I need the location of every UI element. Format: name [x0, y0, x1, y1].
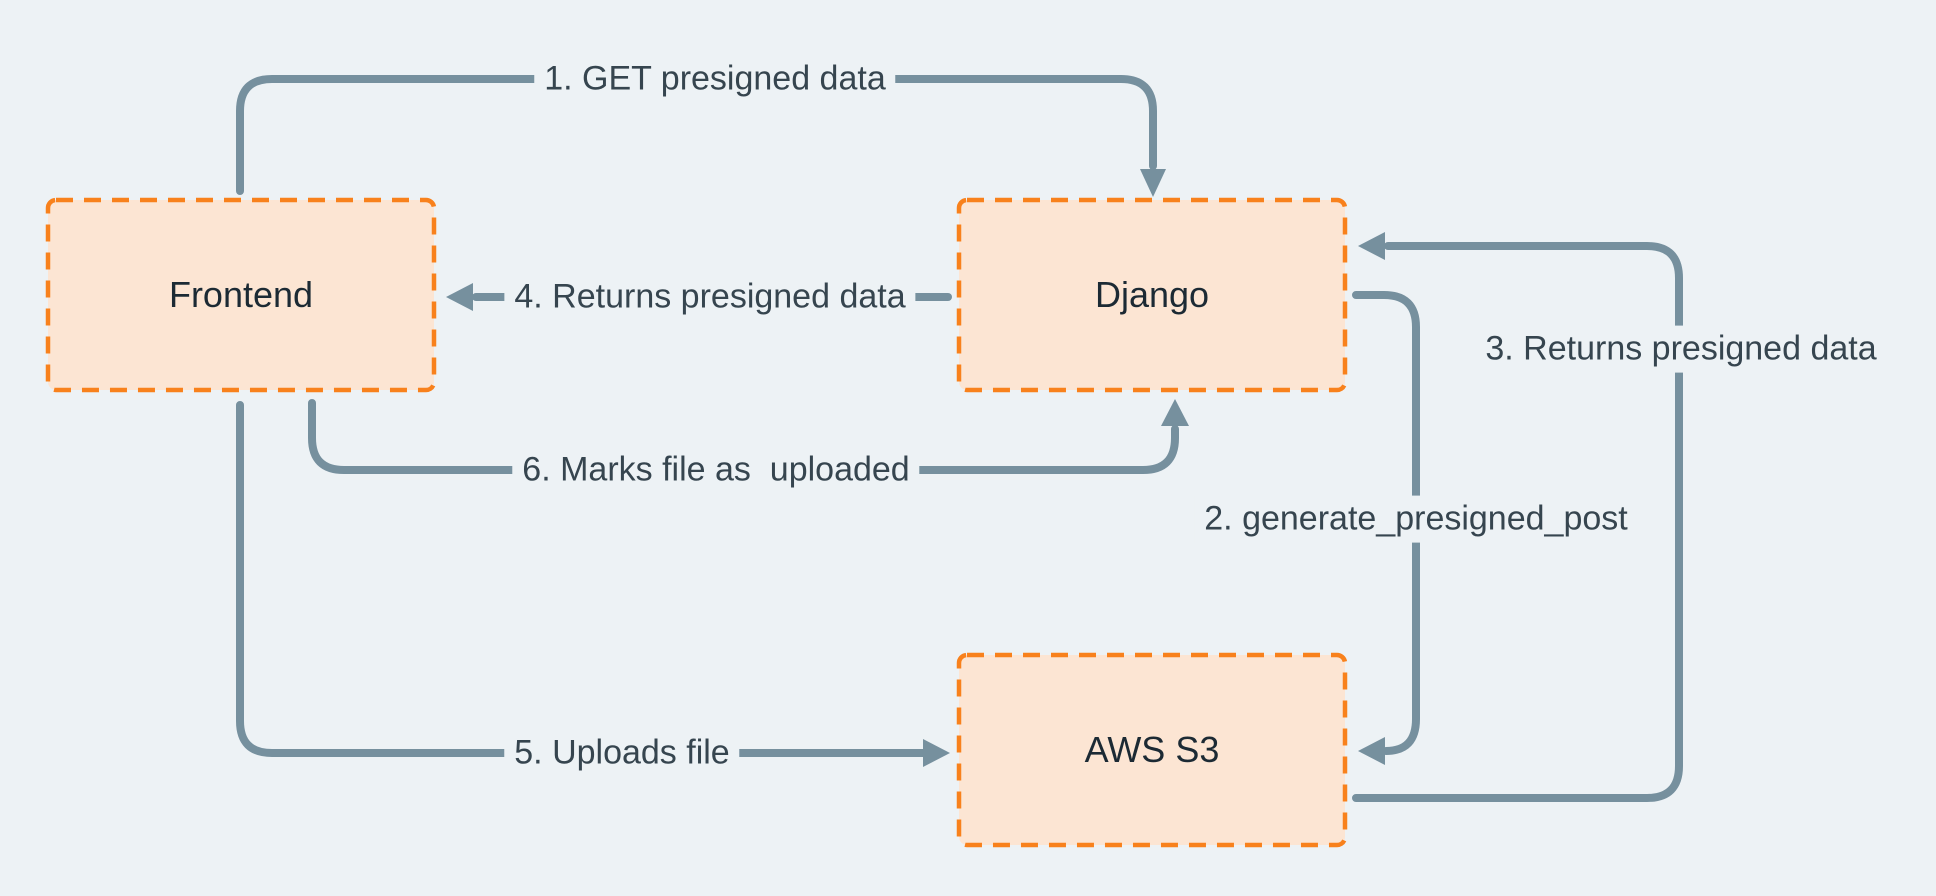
- edge-2-label: 2. generate_presigned_post: [1194, 495, 1638, 543]
- edge-1-arrowhead: [1140, 169, 1166, 197]
- django-node-label: Django: [1094, 274, 1210, 315]
- edge-2-arrowhead: [1358, 737, 1385, 765]
- frontend-node-label: Frontend: [168, 274, 314, 315]
- edge-5-label: 5. Uploads file: [504, 729, 740, 777]
- aws-s3-node-label: AWS S3: [1084, 729, 1220, 770]
- edge-5-arrowhead: [923, 739, 950, 767]
- edge-5-path: [236, 401, 927, 757]
- edge-6-label: 6. Marks file as uploaded: [512, 446, 920, 494]
- edge-1-label: 1. GET presigned data: [534, 55, 896, 103]
- edge-4-arrowhead: [446, 283, 473, 311]
- aws-s3-node-outline: [956, 652, 1348, 848]
- edge-3-path: [1352, 242, 1683, 802]
- edge-3-arrowhead: [1358, 232, 1385, 260]
- frontend-node-outline: [45, 197, 437, 393]
- edge-4-label: 4. Returns presigned data: [504, 273, 916, 321]
- edge-3-label: 3. Returns presigned data: [1475, 325, 1887, 373]
- django-node-outline: [956, 197, 1348, 393]
- edge-6-arrowhead: [1161, 399, 1189, 426]
- edge-2-path: [1352, 291, 1420, 755]
